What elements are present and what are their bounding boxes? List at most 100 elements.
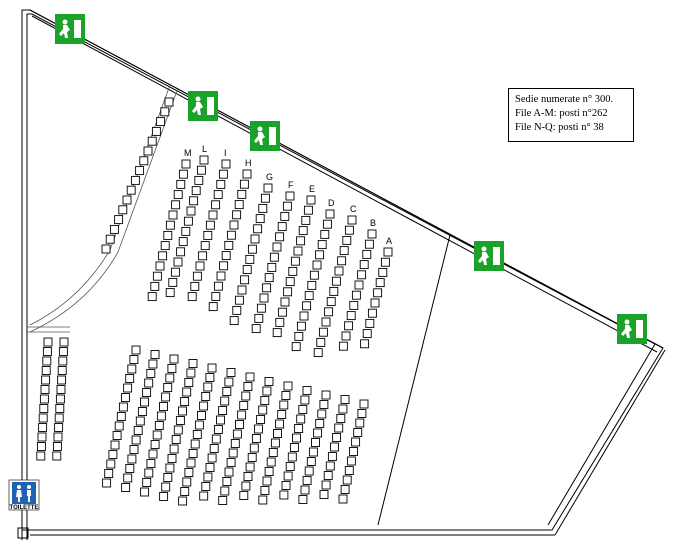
seat (121, 483, 131, 492)
seat (294, 331, 304, 341)
seat (237, 410, 247, 420)
row-label: H (245, 158, 252, 168)
seat (57, 375, 67, 385)
seat (180, 397, 190, 406)
seat (237, 189, 247, 199)
row-label: B (370, 218, 376, 228)
seat (194, 420, 204, 430)
seat (250, 234, 260, 244)
seat (55, 394, 65, 404)
seat (321, 317, 331, 327)
emergency-exit-sign (617, 314, 647, 344)
seat (208, 210, 218, 220)
seat (173, 257, 183, 267)
seat (228, 448, 238, 458)
seat (226, 458, 236, 467)
seat (232, 429, 242, 439)
seat (176, 247, 186, 257)
seat (144, 378, 154, 388)
seat (178, 169, 188, 179)
seat (288, 266, 298, 276)
seat (243, 472, 253, 481)
seat (354, 280, 364, 290)
seat (312, 260, 322, 270)
seat (140, 487, 150, 497)
seat (169, 354, 179, 364)
seat (319, 490, 329, 499)
seat (277, 307, 287, 317)
seat (283, 287, 293, 297)
seat (186, 368, 196, 378)
seat (191, 186, 201, 196)
toilet-icon (12, 482, 36, 504)
seat (205, 463, 215, 472)
seat (222, 387, 232, 396)
seat (180, 487, 190, 496)
seat (258, 495, 268, 505)
seat (122, 195, 132, 205)
seat (229, 220, 239, 230)
seat (347, 215, 357, 225)
seat (152, 430, 162, 440)
seat (258, 405, 268, 415)
seat (293, 246, 303, 256)
seat (275, 419, 285, 429)
seat (155, 261, 165, 271)
seat (279, 400, 289, 410)
seat (104, 469, 114, 478)
seat (219, 261, 229, 271)
seat (243, 382, 253, 391)
seat (216, 415, 225, 425)
seat (367, 308, 377, 318)
seat (260, 396, 270, 405)
seat (188, 359, 198, 368)
seat (234, 200, 244, 210)
row-label: L (202, 144, 207, 154)
seating-area (36, 97, 393, 506)
seat (178, 237, 188, 247)
seat (40, 385, 50, 394)
seat (192, 271, 202, 281)
seat (42, 347, 52, 356)
seat (373, 288, 383, 298)
seat (152, 271, 162, 281)
seat (334, 266, 344, 276)
seat (226, 230, 236, 240)
seat (226, 368, 236, 377)
seat (173, 190, 183, 200)
outer-walls (17, 9, 666, 540)
seat (112, 431, 122, 440)
seat (54, 423, 64, 432)
seat (296, 321, 306, 331)
emergency-exit-sign (188, 91, 218, 121)
seat (116, 412, 126, 421)
seat (163, 383, 173, 392)
seat (346, 456, 356, 466)
seat (308, 447, 318, 457)
seat (52, 451, 62, 461)
seat (340, 485, 350, 494)
seat (144, 468, 154, 478)
seat (245, 462, 255, 472)
seat (341, 331, 351, 341)
seat (221, 159, 231, 169)
seat (242, 169, 252, 179)
seat (55, 404, 65, 413)
seat (349, 447, 358, 456)
seat (213, 190, 223, 200)
row-label: A (386, 236, 392, 246)
seat (329, 286, 339, 296)
seat (169, 444, 179, 454)
legend-line-n-q: File N-Q: posti n° 38 (515, 122, 604, 133)
seat (342, 235, 352, 245)
seat (184, 378, 194, 387)
seat (154, 421, 164, 430)
seat (325, 209, 335, 219)
toilet-sign: TOILETTE (8, 479, 40, 511)
seat (190, 281, 200, 291)
seat (131, 435, 141, 445)
seat (351, 290, 361, 300)
seat (207, 363, 217, 373)
seat (203, 472, 213, 482)
seat (268, 448, 278, 457)
